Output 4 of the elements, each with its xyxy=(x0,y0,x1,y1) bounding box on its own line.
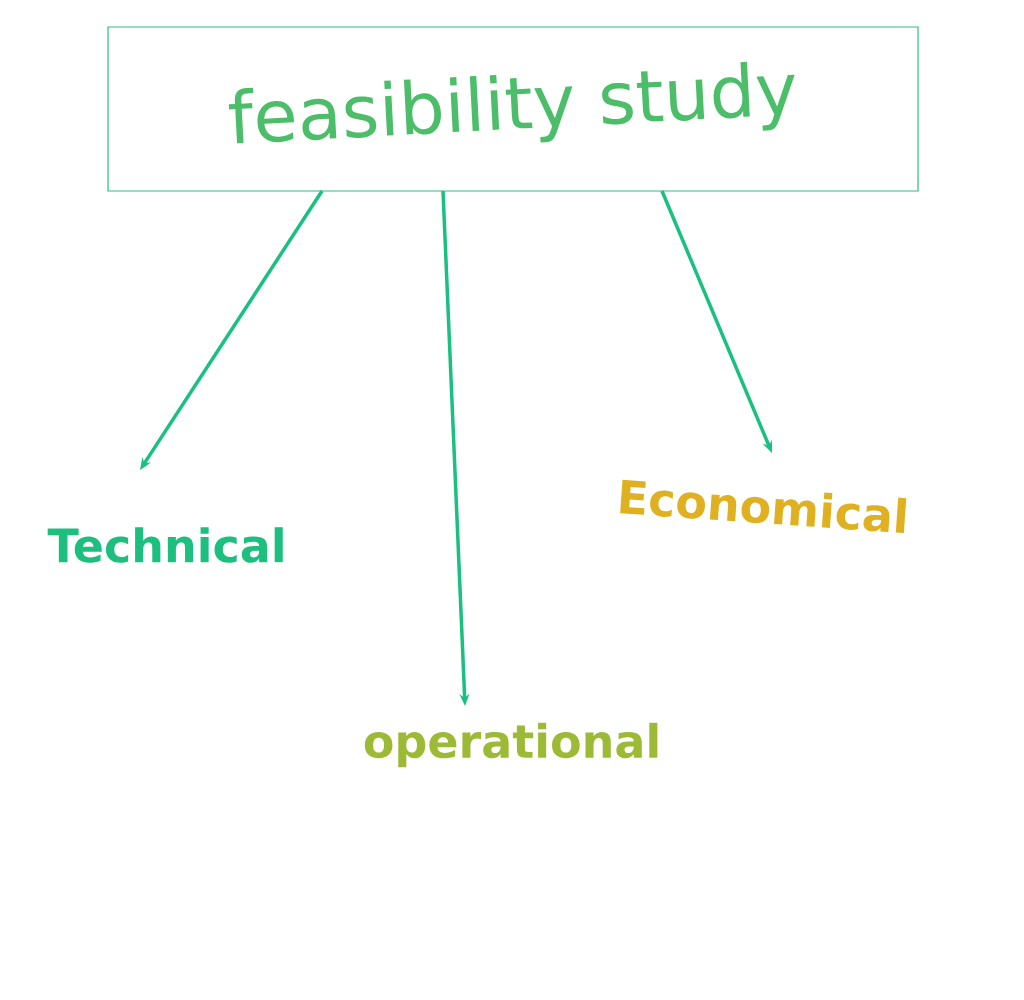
category-label: operational xyxy=(364,722,658,768)
title-box: feasibility study xyxy=(107,26,919,192)
category-label: Technical xyxy=(47,527,283,563)
category-label: Economical xyxy=(620,479,907,534)
